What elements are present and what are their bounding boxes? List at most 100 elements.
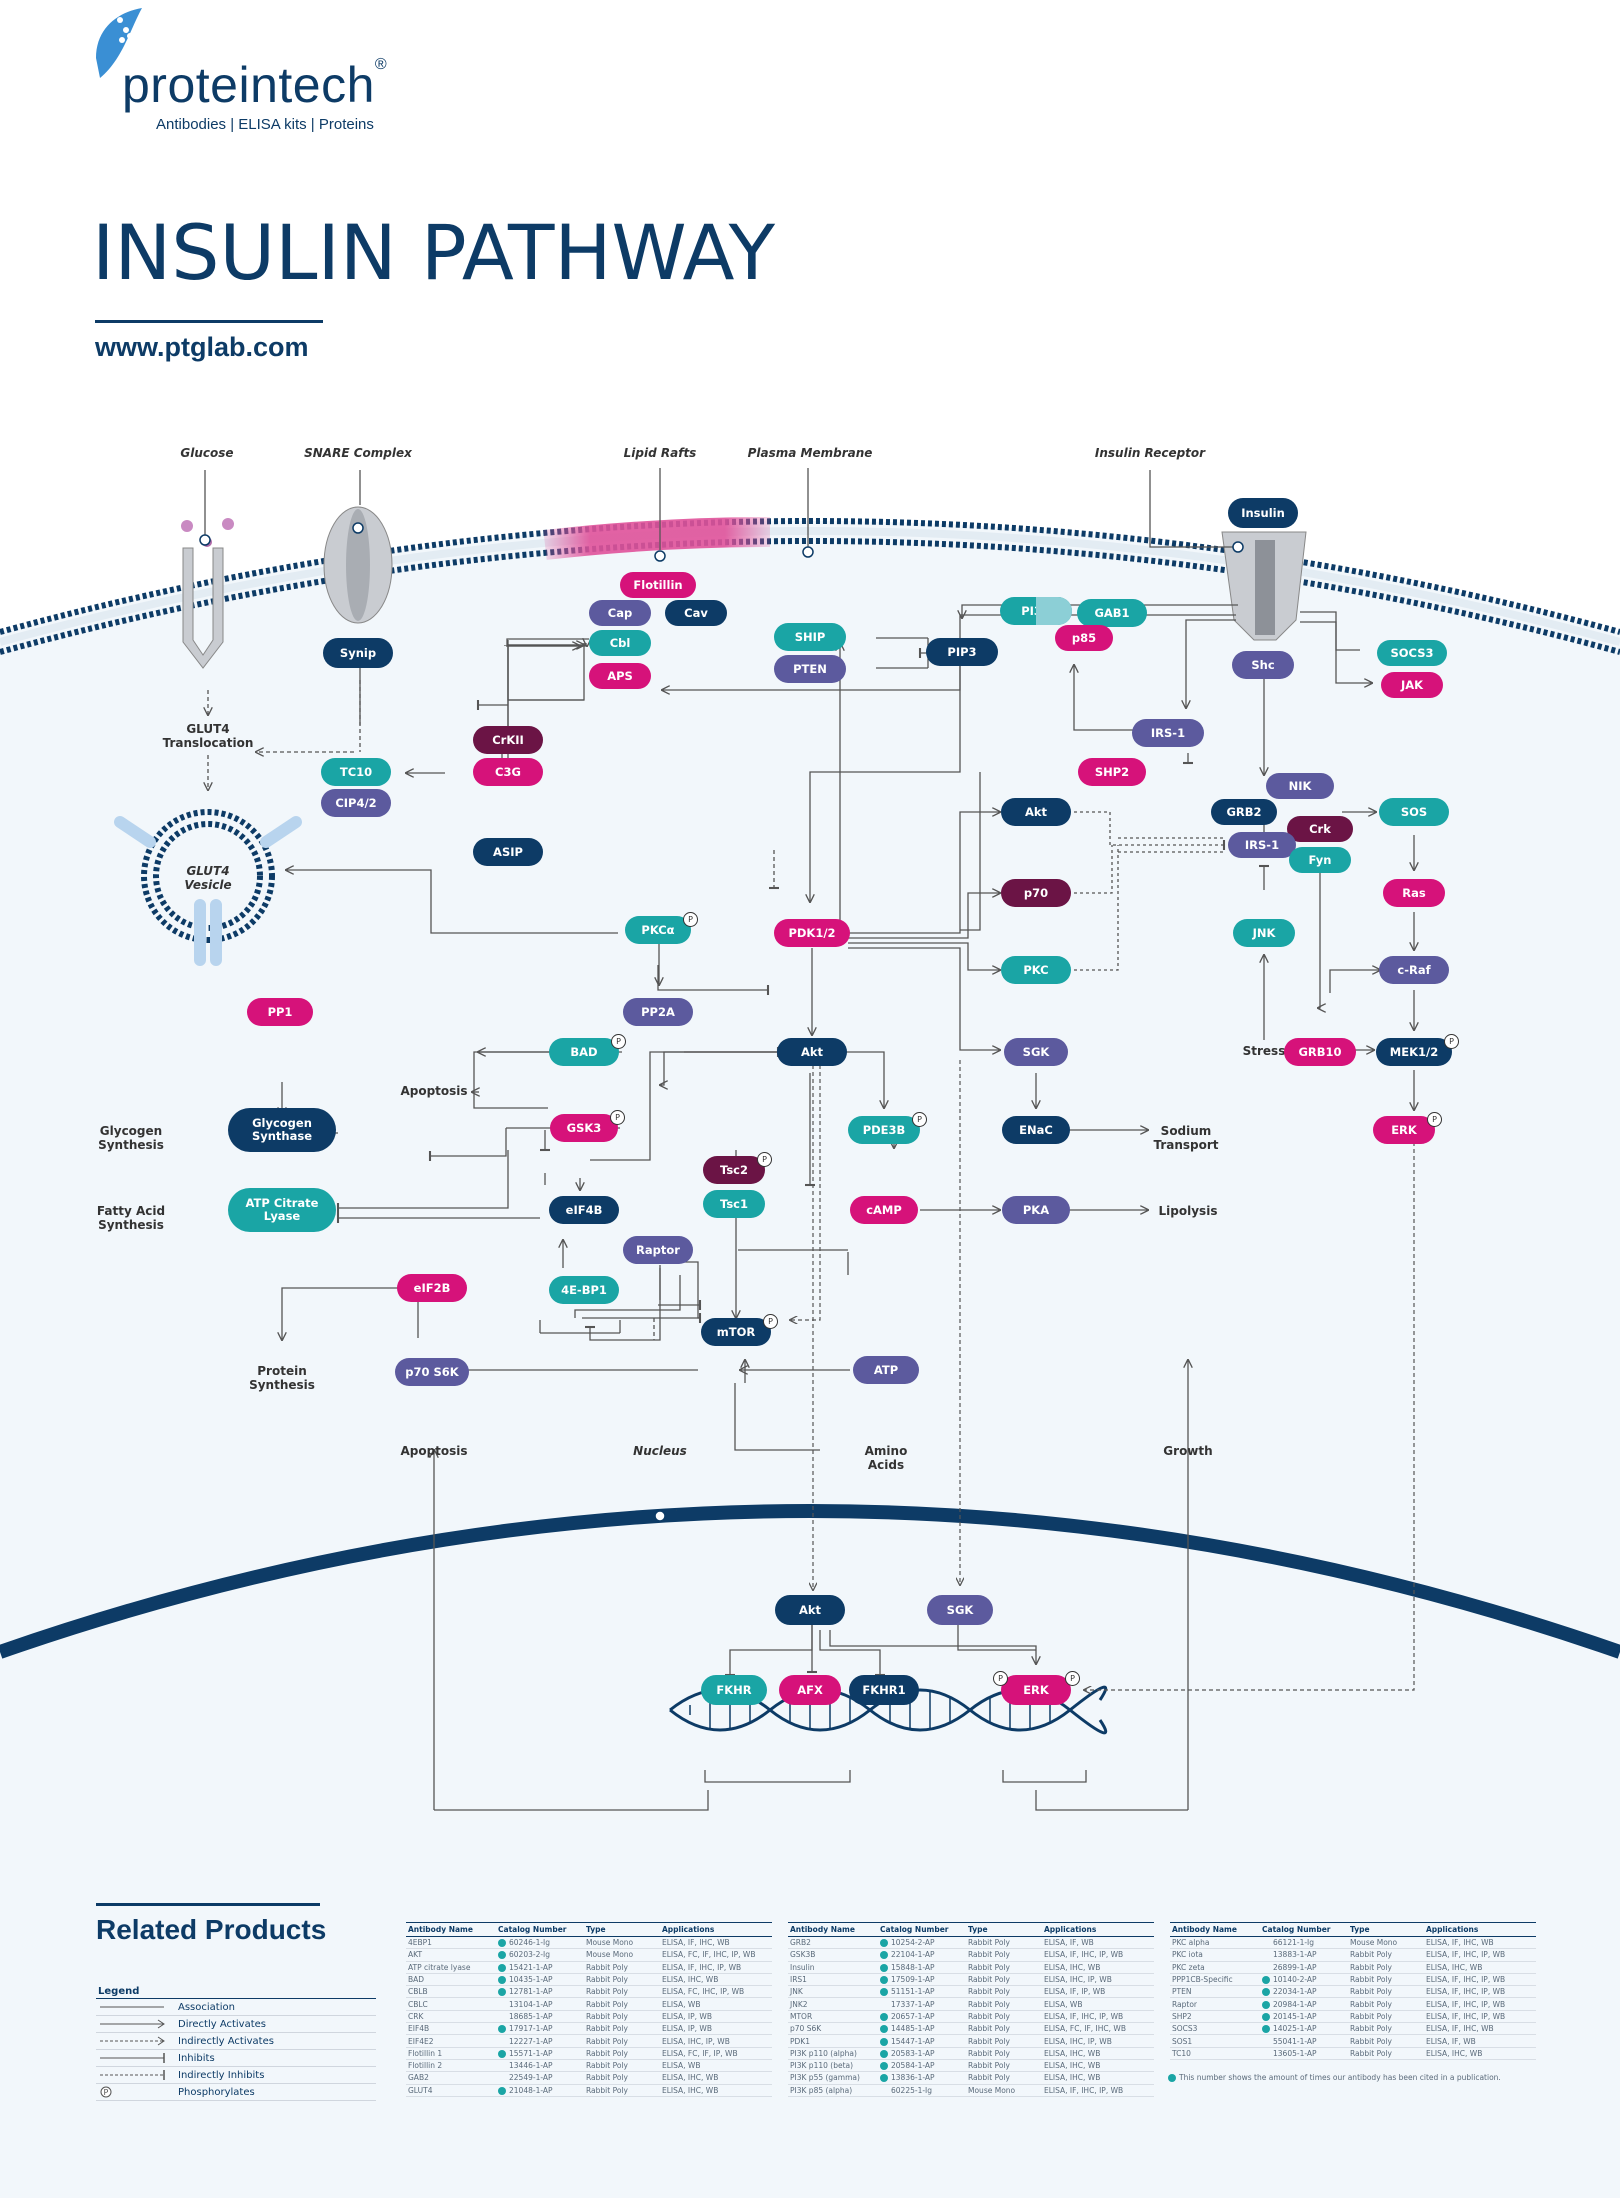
node-jak[interactable]: JAK (1381, 672, 1443, 698)
node-enac[interactable]: ENaC (1002, 1116, 1070, 1144)
node-aps[interactable]: APS (589, 663, 651, 689)
node-p70s6k[interactable]: p70 S6K (395, 1358, 469, 1386)
node-pi3k[interactable]: PI3K (1000, 597, 1072, 625)
node-atp[interactable]: ATP (853, 1356, 919, 1384)
node-eif2b[interactable]: eIF2B (397, 1274, 467, 1302)
node-nik[interactable]: NIK (1266, 773, 1334, 799)
node-ras[interactable]: Ras (1383, 879, 1445, 907)
node-asip[interactable]: ASIP (473, 838, 543, 866)
node-ebp1[interactable]: 4E-BP1 (549, 1276, 619, 1304)
node-pp1[interactable]: PP1 (247, 998, 313, 1026)
node-flotillin[interactable]: Flotillin (620, 572, 696, 598)
node-shc[interactable]: Shc (1232, 651, 1294, 679)
node-synip[interactable]: Synip (323, 638, 393, 668)
node-erk-mid[interactable]: ERK (1373, 1116, 1435, 1144)
website-link[interactable]: www.ptglab.com (95, 332, 309, 362)
node-cip42[interactable]: CIP4/2 (321, 789, 391, 817)
node-pkc[interactable]: PKC (1001, 956, 1071, 984)
node-irs1-top[interactable]: IRS-1 (1132, 719, 1204, 747)
node-pde3b[interactable]: PDE3B (848, 1116, 920, 1144)
node-tsc2[interactable]: Tsc2 (703, 1156, 765, 1184)
node-atp-citrate-lyase[interactable]: ATP Citrate Lyase (228, 1188, 336, 1232)
node-crk[interactable]: Crk (1287, 816, 1353, 842)
node-bad[interactable]: BAD (549, 1038, 619, 1066)
node-erk-nuc[interactable]: ERK (1001, 1675, 1071, 1705)
node-fkhr1[interactable]: FKHR1 (849, 1675, 919, 1705)
node-shp2[interactable]: SHP2 (1078, 758, 1146, 786)
node-fyn[interactable]: Fyn (1289, 847, 1351, 873)
node-p85[interactable]: p85 (1055, 625, 1113, 651)
node-glycogen-synthase[interactable]: Glycogen Synthase (228, 1108, 336, 1152)
node-sgk-nuc[interactable]: SGK (927, 1595, 993, 1625)
node-pten[interactable]: PTEN (774, 655, 846, 683)
node-insulin[interactable]: Insulin (1228, 498, 1298, 528)
node-pdk12[interactable]: PDK1/2 (774, 919, 850, 947)
node-jnk[interactable]: JNK (1233, 919, 1295, 947)
node-c3g[interactable]: C3G (473, 758, 543, 786)
node-afx[interactable]: AFX (779, 1675, 841, 1705)
node-cbl[interactable]: Cbl (589, 630, 651, 656)
node-pp2a[interactable]: PP2A (623, 998, 693, 1026)
node-pka[interactable]: PKA (1002, 1196, 1070, 1224)
node-gab1[interactable]: GAB1 (1077, 599, 1147, 627)
node-mek12[interactable]: MEK1/2 (1376, 1038, 1452, 1066)
node-eif4b[interactable]: eIF4B (549, 1196, 619, 1224)
node-craf[interactable]: c-Raf (1379, 956, 1449, 984)
node-p70[interactable]: p70 (1001, 879, 1071, 907)
node-fkhr[interactable]: FKHR (701, 1675, 767, 1705)
node-crkii[interactable]: CrKII (473, 726, 543, 754)
node-irs1-mid[interactable]: IRS-1 (1228, 832, 1296, 858)
node-cap[interactable]: Cap (589, 600, 651, 626)
node-sos[interactable]: SOS (1379, 798, 1449, 826)
node-cav[interactable]: Cav (665, 600, 727, 626)
node-raptor[interactable]: Raptor (623, 1236, 693, 1264)
node-akt-mid[interactable]: Akt (777, 1038, 847, 1066)
node-tsc1[interactable]: Tsc1 (703, 1190, 765, 1218)
node-pkca[interactable]: PKCα (625, 916, 691, 944)
node-camp[interactable]: cAMP (850, 1196, 918, 1224)
node-grb2[interactable]: GRB2 (1211, 799, 1277, 825)
node-mtor[interactable]: mTOR (701, 1318, 771, 1346)
node-tc10[interactable]: TC10 (321, 758, 391, 786)
node-akt-nuc[interactable]: Akt (775, 1595, 845, 1625)
node-gsk3[interactable]: GSK3 (550, 1114, 618, 1142)
node-sgk-mid[interactable]: SGK (1004, 1038, 1068, 1066)
node-akt-top[interactable]: Akt (1001, 798, 1071, 826)
node-grb10[interactable]: GRB10 (1284, 1038, 1356, 1066)
